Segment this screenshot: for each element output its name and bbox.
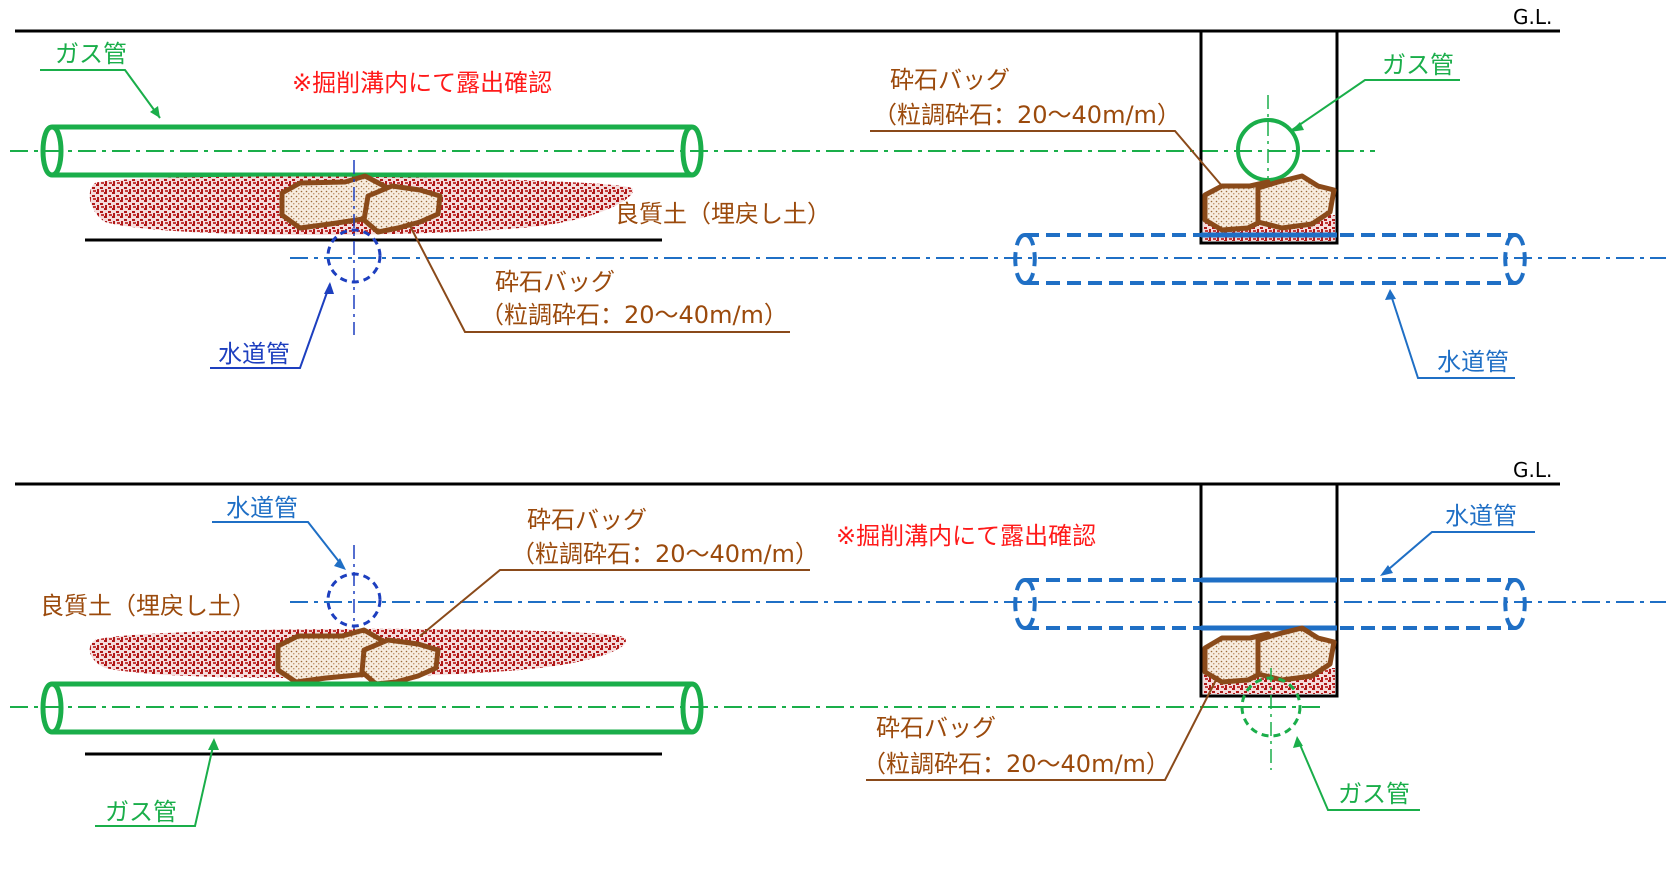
- bottom-right-gas-label: ガス管: [1338, 780, 1410, 808]
- top-right-water-pipe: [1013, 233, 1527, 285]
- bottom-right-gas-leader: [1297, 739, 1420, 811]
- bottom-right-bag-label-2: （粒調砕石：20〜40m/m）: [862, 750, 1170, 778]
- bottom-left-bag-2: [359, 637, 441, 687]
- bottom-left-water-label: 水道管: [226, 494, 298, 522]
- top-right-water-label: 水道管: [1437, 348, 1509, 376]
- bottom-left-bag-label-1: 砕石バッグ: [527, 506, 647, 534]
- bottom-right-water-leader: [1382, 531, 1535, 575]
- top-left-soil-label: 良質土（埋戻し土）: [615, 200, 831, 228]
- top-right-gas-label: ガス管: [1382, 51, 1454, 79]
- top-right-bag-leader: [870, 130, 1223, 187]
- top-left-bag-label-2: （粒調砕石：20〜40m/m）: [480, 301, 788, 329]
- bottom-left-gas-label: ガス管: [105, 798, 177, 826]
- top-left-gas-leader: [40, 69, 161, 119]
- top-right-bag-label-1: 砕石バッグ: [890, 66, 1010, 94]
- top-right-bag-label-2: （粒調砕石：20〜40m/m）: [873, 101, 1181, 129]
- bottom-right-water-pipe: [1013, 578, 1527, 630]
- top-gl-label: G.L.: [1513, 5, 1552, 29]
- top-right-gas-leader: [1291, 79, 1460, 131]
- top-right-bag-2: [1255, 173, 1337, 231]
- bottom-left-water-leader: [212, 521, 345, 569]
- bottom-right-trench: [1199, 484, 1339, 698]
- top-right-water-leader: [1389, 291, 1515, 379]
- top-right-trench: [1199, 31, 1339, 245]
- top-section: G.L. ※掘削溝内にて露出確認 ガス管 良質土（埋戻し土） 砕石バッグ （粒調…: [10, 5, 1666, 379]
- bottom-notice: ※掘削溝内にて露出確認: [836, 522, 1096, 550]
- bottom-left-gas-leader: [95, 741, 215, 827]
- top-left-water-leader: [210, 283, 331, 369]
- top-left-bag-label-1: 砕石バッグ: [495, 268, 615, 296]
- bottom-gl-label: G.L.: [1513, 458, 1552, 482]
- bottom-right-water-label: 水道管: [1445, 502, 1517, 530]
- bottom-left-bag-leader: [419, 569, 810, 637]
- top-left-water-label: 水道管: [218, 340, 290, 368]
- bottom-section: G.L. ※掘削溝内にて露出確認 水道管 砕石バッグ （粒調砕石：20〜40m/…: [10, 458, 1666, 827]
- top-left-bag-leader: [407, 221, 790, 333]
- bottom-right-bag-label-1: 砕石バッグ: [876, 714, 996, 742]
- top-notice: ※掘削溝内にて露出確認: [292, 69, 552, 97]
- top-left-bag-2: [361, 183, 443, 235]
- bottom-left-soil-label: 良質土（埋戻し土）: [40, 592, 256, 620]
- bottom-right-bag-leader: [866, 675, 1219, 781]
- bottom-left-bag-label-2: （粒調砕石：20〜40m/m）: [511, 540, 819, 568]
- top-left-gas-label: ガス管: [55, 40, 127, 68]
